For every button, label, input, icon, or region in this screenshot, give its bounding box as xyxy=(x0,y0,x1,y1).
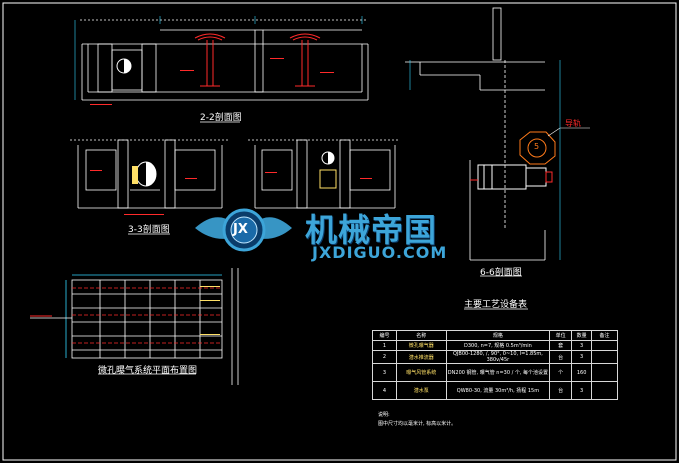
section-3-3-view xyxy=(70,139,230,209)
section-2-2-view xyxy=(80,19,369,101)
cell-note xyxy=(591,340,618,351)
cell-unit: 个 xyxy=(549,363,573,382)
cell-unit: 台 xyxy=(549,350,573,364)
section-4-4-view xyxy=(248,139,400,209)
cell-spec: D300, n=7, 规格 0.5m³/min xyxy=(445,340,551,351)
caption-section-3-3: 3-3剖面图 xyxy=(128,225,170,235)
equipment-table-title: 主要工艺设备表 xyxy=(464,300,528,310)
header-unit: 单位 xyxy=(549,330,573,341)
watermark-chinese: 机械帝国 xyxy=(305,211,438,249)
caption-section-6-6: 6-6剖面图 xyxy=(480,268,522,278)
table-row: 4 潜水泵 QW80-30, 流量 30m³/h, 扬程 15m 台 3 xyxy=(372,381,618,400)
note-title: 说明: xyxy=(378,412,390,418)
cell-qty: 160 xyxy=(571,363,593,382)
table-header-row: 编号 名称 规格 单位 数量 备注 xyxy=(372,330,618,341)
cell-qty: 3 xyxy=(571,350,593,364)
cell-no: 3 xyxy=(372,363,397,382)
cell-spec: DN200 钢管, 曝气管 n=30 / 个, 每个池设置 xyxy=(445,363,551,382)
cell-name: 曝气风管系统 xyxy=(395,363,447,382)
header-name: 名称 xyxy=(395,330,447,341)
cell-no: 1 xyxy=(372,340,397,351)
table-row: 2 潜水推流器 QJB00-1280, /, 90°, 0~10, l=1.85… xyxy=(372,350,618,364)
cell-name: 微孔曝气器 xyxy=(395,340,447,351)
caption-section-2-2: 2-2剖面图 xyxy=(200,113,242,123)
aeration-riser-right xyxy=(289,33,321,87)
cell-unit: 台 xyxy=(549,381,573,400)
cell-name: 潜水推流器 xyxy=(395,350,447,364)
cell-note xyxy=(591,350,618,364)
aeration-plan-view xyxy=(30,268,239,385)
watermark-emblem xyxy=(195,208,292,252)
section-6-6-view xyxy=(405,7,546,261)
aeration-riser-left xyxy=(194,33,226,87)
header-no: 编号 xyxy=(372,330,397,341)
table-row: 3 曝气风管系统 DN200 钢管, 曝气管 n=30 / 个, 每个池设置 个… xyxy=(372,363,618,382)
caption-plan-view: 微孔曝气系统平面布置图 xyxy=(98,366,198,376)
table-row: 1 微孔曝气器 D300, n=7, 规格 0.5m³/min 套 3 xyxy=(372,340,618,351)
cell-name: 潜水泵 xyxy=(395,381,447,400)
cell-no: 4 xyxy=(372,381,397,400)
callout-label: 导轨 xyxy=(565,119,581,128)
header-note: 备注 xyxy=(591,330,618,341)
cell-qty: 3 xyxy=(571,340,593,351)
header-qty: 数量 xyxy=(571,330,593,341)
note-text: 图中尺寸均以毫米计, 标高以米计。 xyxy=(378,421,457,427)
header-spec: 规格 xyxy=(445,330,551,341)
cell-spec: QW80-30, 流量 30m³/h, 扬程 15m xyxy=(445,381,551,400)
watermark-english: JXDIGUO.COM xyxy=(312,243,448,262)
cell-note xyxy=(591,381,618,400)
emblem-letters: JX xyxy=(233,222,248,237)
cell-qty: 3 xyxy=(571,381,593,400)
cell-note xyxy=(591,363,618,382)
cell-unit: 套 xyxy=(549,340,573,351)
cell-no: 2 xyxy=(372,350,397,364)
callout-number: 5 xyxy=(534,142,540,151)
cell-spec: QJB00-1280, /, 90°, 0~10, l=1.85m, 380v/… xyxy=(445,350,551,364)
equipment-table: 编号 名称 规格 单位 数量 备注 1 微孔曝气器 D300, n=7, 规格 … xyxy=(372,330,618,400)
callout-5 xyxy=(519,127,590,165)
mixer-unit xyxy=(477,164,547,190)
